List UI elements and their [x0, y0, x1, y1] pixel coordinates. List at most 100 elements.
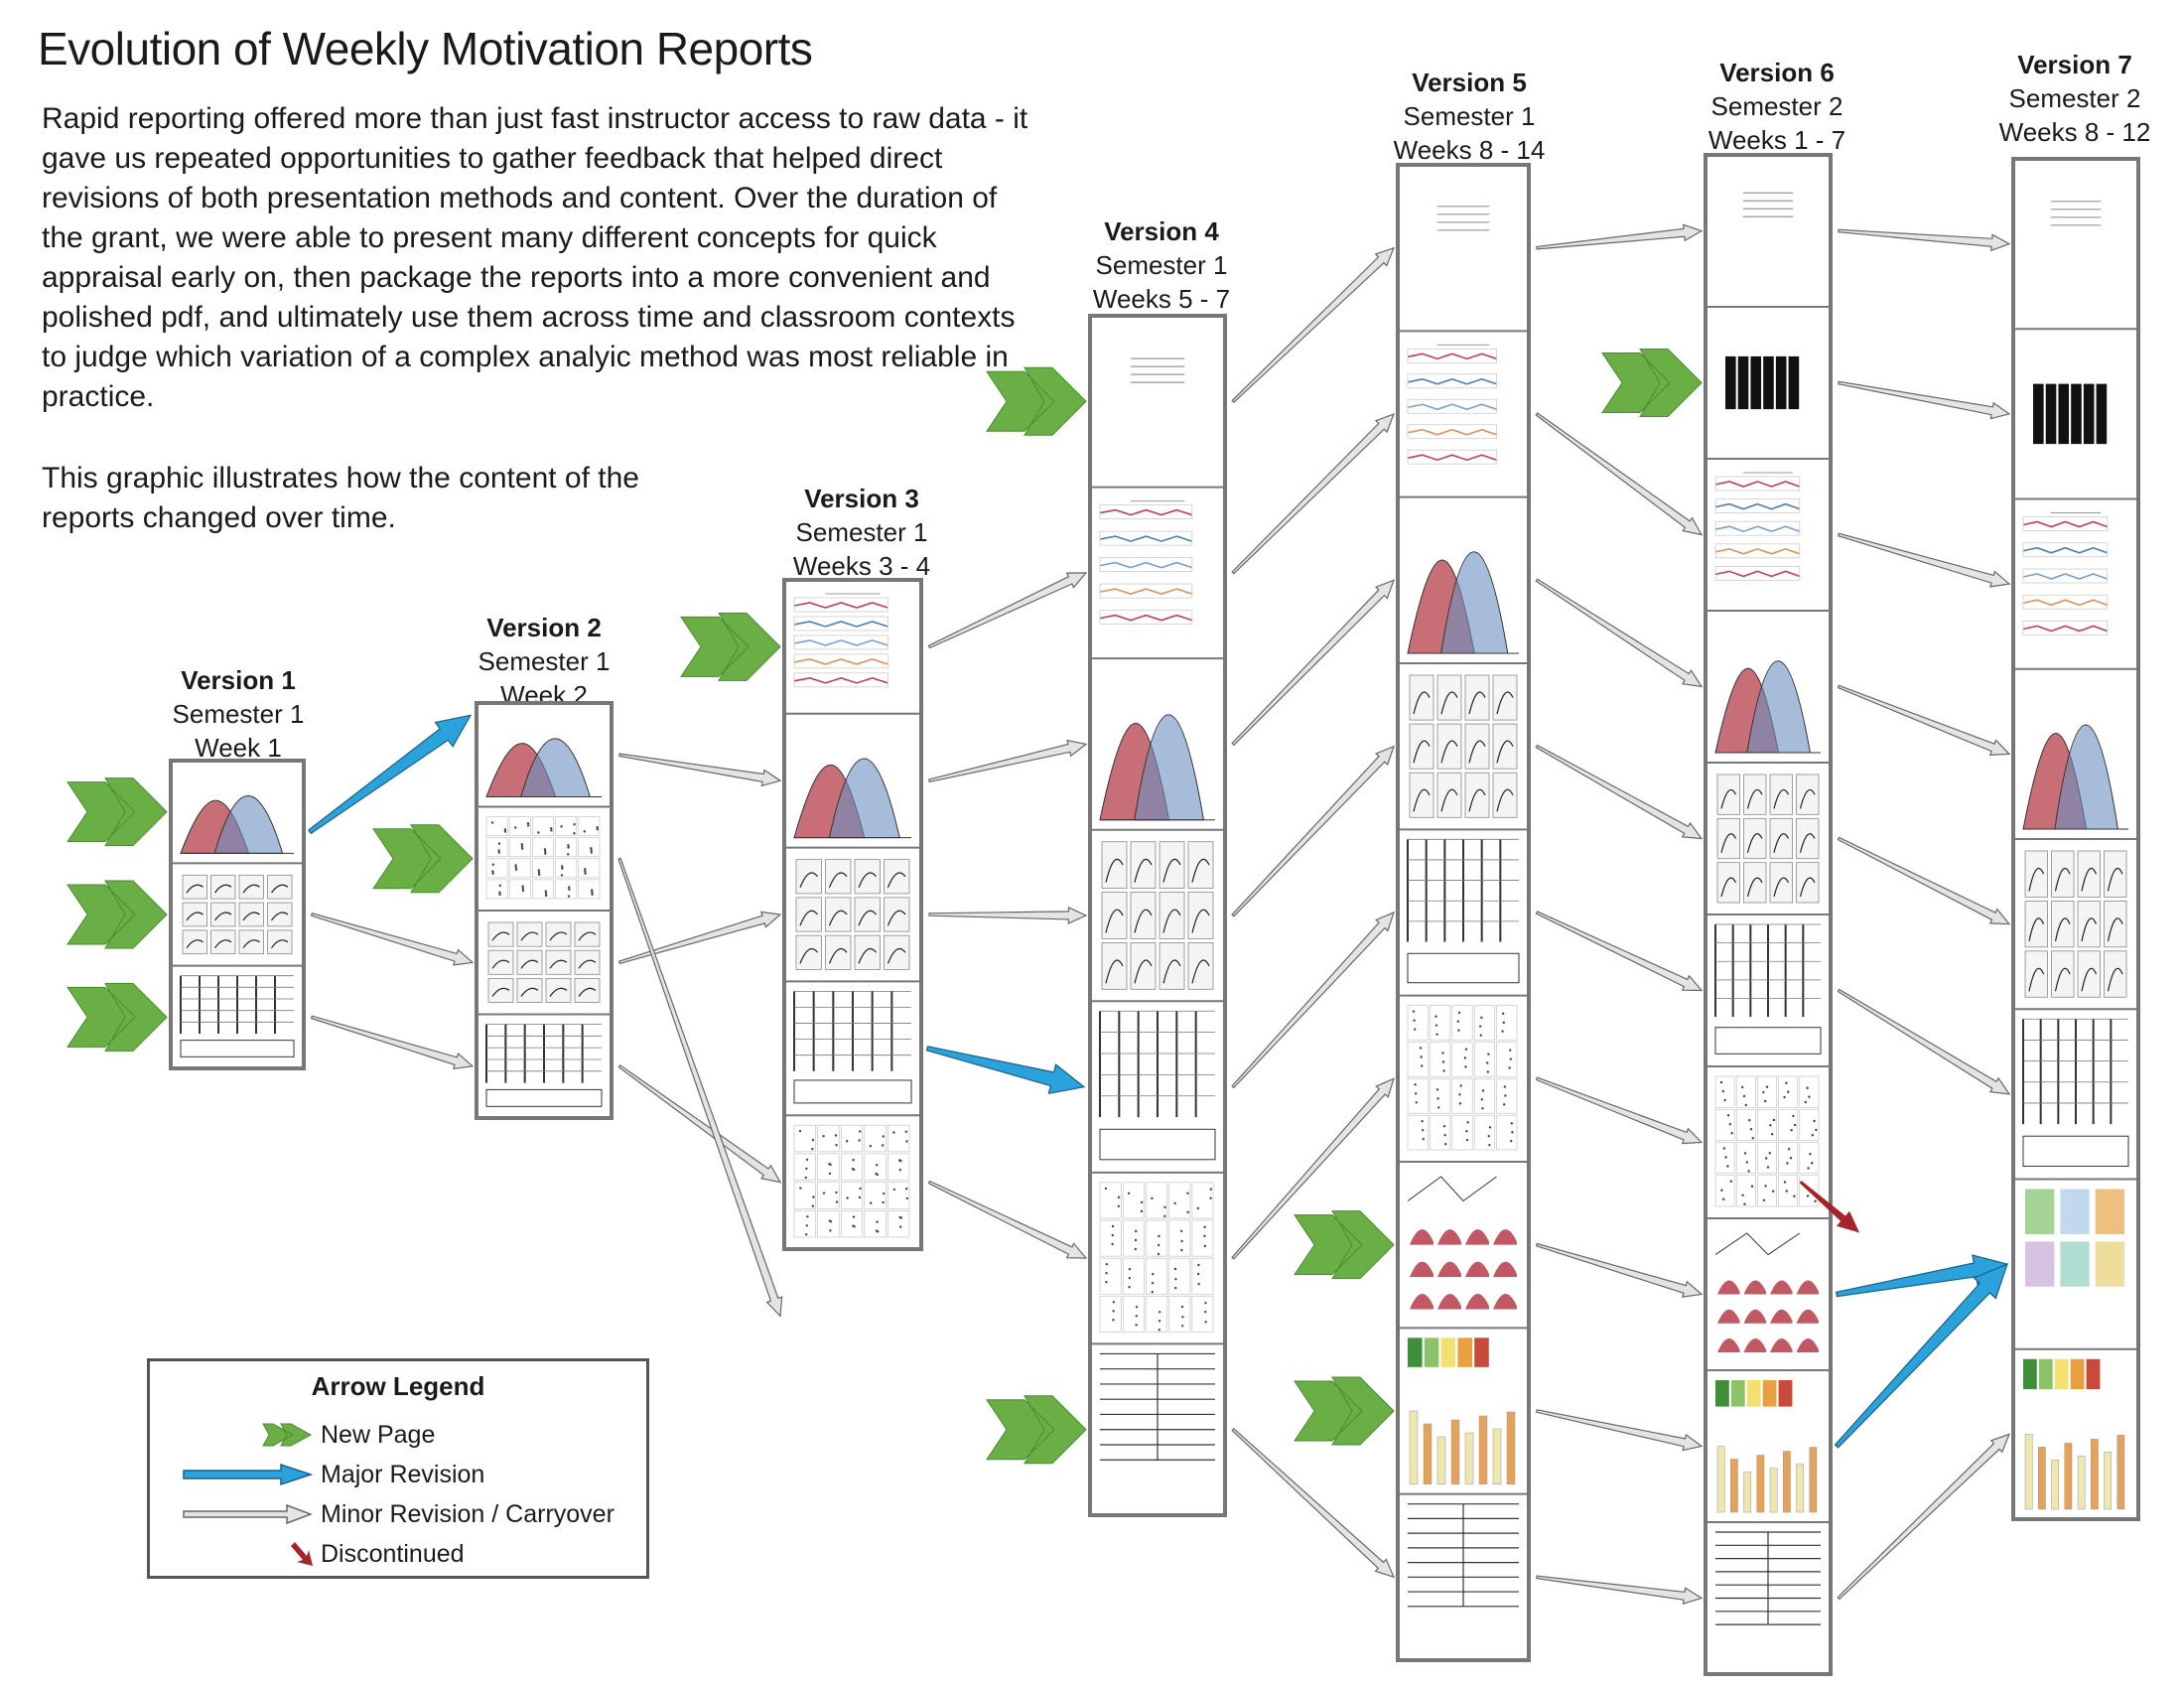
gray-arrow-icon: [1231, 579, 1396, 747]
version-4-label: Version 4 Semester 1 Weeks 5 - 7: [1072, 214, 1251, 316]
report-page-thumbnail: [784, 1114, 921, 1238]
gray-arrow-icon: [1231, 1077, 1395, 1260]
report-page-thumbnail: [2013, 328, 2138, 445]
version-semester: Semester 2: [2008, 83, 2141, 113]
legend-item-minor-revision: Minor Revision / Carryover: [150, 1496, 646, 1532]
green-arrow-icon: [1294, 1210, 1395, 1280]
report-page-thumbnail: [1398, 1161, 1529, 1310]
green-arrow-icon: [680, 612, 781, 681]
report-page-thumbnail: [171, 862, 304, 955]
gray-arrow-icon: [928, 906, 1088, 924]
legend-label: New Page: [321, 1421, 436, 1449]
version-name: Version 7: [2017, 50, 2132, 79]
report-page-thumbnail: [1706, 762, 1831, 904]
gray-arrow-icon: [1231, 246, 1396, 404]
report-page-thumbnail: [1706, 1217, 1831, 1353]
gray-arrow-icon: [1535, 578, 1704, 688]
gray-arrow-icon: [618, 753, 782, 787]
version-weeks: Weeks 8 - 12: [1998, 117, 2151, 147]
gray-arrow-icon: [310, 1015, 475, 1070]
gray-arrow-icon: [1837, 1433, 2011, 1601]
green-arrow-icon: [372, 824, 474, 894]
legend-item-major-revision: Major Revision: [150, 1457, 646, 1492]
gray-arrow-icon: [1535, 1242, 1704, 1298]
gray-arrow-icon: [1535, 744, 1704, 840]
legend-label: Major Revision: [321, 1461, 485, 1488]
report-page-thumbnail: [1090, 657, 1225, 821]
gray-arrow-icon: [1837, 532, 2011, 588]
report-page-thumbnail: [1398, 1492, 1529, 1608]
report-page-thumbnail: [1742, 192, 1794, 217]
report-page-thumbnail: [1706, 610, 1831, 754]
version-name: Version 2: [486, 613, 602, 642]
version-2-column: [475, 701, 614, 1120]
report-page-thumbnail: [1090, 1000, 1225, 1161]
legend-item-new-page: New Page: [150, 1417, 646, 1453]
report-page-thumbnail: [1090, 828, 1225, 990]
report-page-thumbnail: [2013, 1347, 2138, 1510]
version-name: Version 5: [1412, 68, 1527, 97]
version-5-column: [1396, 163, 1531, 1662]
green-arrow-icon: [986, 1395, 1087, 1465]
gray-arrow-icon: [1231, 745, 1395, 917]
green-arrow-icon: [67, 880, 168, 949]
version-semester: Semester 1: [478, 646, 611, 676]
version-semester: Semester 1: [795, 517, 928, 547]
arrow-legend: Arrow Legend New Page Major Revision Min…: [147, 1358, 649, 1579]
blue-arrow-icon: [307, 714, 473, 835]
report-page-thumbnail: [2013, 1178, 2138, 1287]
gray-arrow-icon: [1535, 911, 1704, 992]
version-weeks: Weeks 8 - 14: [1393, 135, 1546, 165]
report-page-thumbnail: [1706, 306, 1831, 410]
report-page-thumbnail: [2013, 497, 2138, 635]
report-page-thumbnail: [1398, 828, 1529, 984]
report-page-thumbnail: [1398, 495, 1529, 654]
version-weeks: Weeks 3 - 4: [792, 551, 931, 581]
report-page-thumbnail: [1090, 1171, 1225, 1333]
version-2-label: Version 2 Semester 1 Week 2: [465, 611, 623, 712]
version-6-column: [1704, 153, 1833, 1676]
gray-arrow-icon: [1535, 412, 1704, 536]
green-arrow-icon: [1601, 349, 1703, 417]
version-semester: Semester 1: [172, 699, 305, 729]
gray-arrow-icon: [927, 572, 1088, 649]
version-3-label: Version 3 Semester 1 Weeks 3 - 4: [772, 482, 951, 583]
report-page-thumbnail: [1398, 1327, 1529, 1484]
version-name: Version 6: [1719, 58, 1835, 87]
report-page-thumbnail: [1706, 1521, 1831, 1625]
report-page-thumbnail: [2013, 1008, 2138, 1167]
version-1-label: Version 1 Semester 1 Week 1: [159, 663, 318, 765]
report-page-thumbnail: [1436, 206, 1490, 231]
report-page-thumbnail: [2013, 838, 2138, 998]
version-weeks: Week 1: [195, 733, 282, 763]
report-page-thumbnail: [180, 795, 294, 854]
gray-arrow-icon: [1231, 1427, 1396, 1579]
version-name: Version 4: [1104, 216, 1219, 246]
report-page-thumbnail: [1398, 662, 1529, 818]
page-title: Evolution of Weekly Motivation Reports: [38, 23, 813, 74]
red-arrow-icon: [1799, 1180, 1860, 1233]
gray-arrow-icon: [1837, 836, 2011, 925]
report-page-thumbnail: [485, 738, 602, 797]
version-semester: Semester 2: [1710, 91, 1843, 121]
gray-arrow-icon: [1536, 1575, 1704, 1606]
version-7-label: Version 7 Semester 2 Weeks 8 - 12: [1985, 48, 2164, 149]
green-arrow-icon: [1294, 1376, 1395, 1446]
report-page-thumbnail: [1706, 914, 1831, 1055]
green-arrow-icon: [67, 982, 168, 1052]
version-weeks: Weeks 5 - 7: [1092, 284, 1231, 314]
report-page-thumbnail: [477, 1013, 612, 1107]
report-page-thumbnail: [1398, 330, 1529, 465]
version-weeks: Weeks 1 - 7: [1707, 125, 1846, 155]
version-name: Version 1: [181, 665, 296, 695]
report-page-thumbnail: [784, 980, 921, 1104]
report-page-thumbnail: [1398, 994, 1529, 1151]
report-page-thumbnail: [171, 964, 304, 1057]
gray-arrow-icon: [927, 1180, 1088, 1259]
report-page-thumbnail: [1130, 357, 1185, 383]
version-4-column: [1088, 314, 1227, 1517]
gray-arrow-icon: [617, 1063, 782, 1184]
blue-arrow-icon: [925, 1046, 1086, 1095]
green-arrow-icon: [67, 777, 168, 847]
